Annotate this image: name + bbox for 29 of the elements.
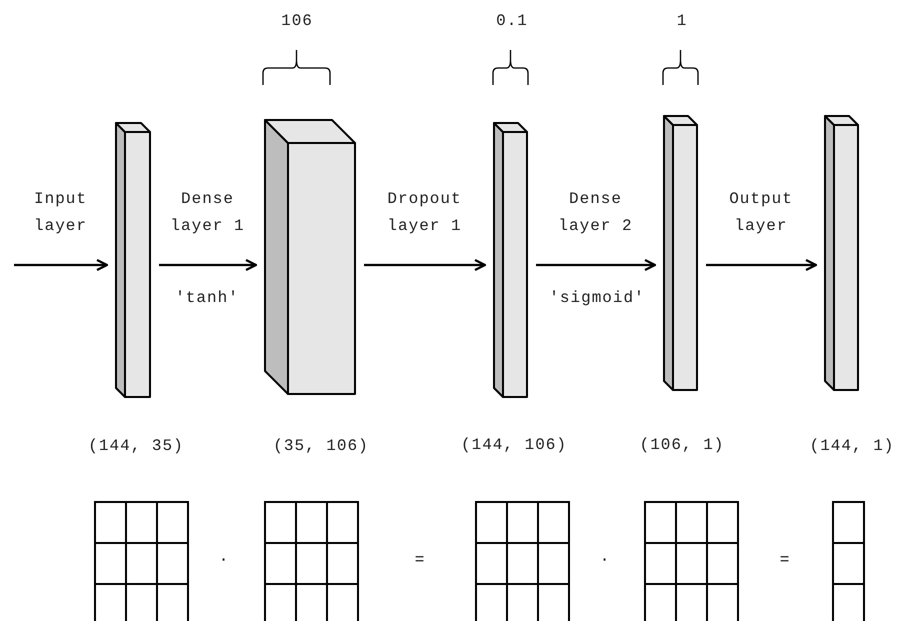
operator-symbol: ·	[218, 550, 230, 571]
arrow	[706, 258, 818, 272]
shape-label: (106, 1)	[640, 435, 724, 456]
layer-cuboid	[493, 122, 528, 398]
operator-symbol: =	[414, 550, 426, 571]
dimension-label: 0.1	[496, 11, 528, 32]
layer-cuboid	[824, 115, 859, 391]
edge-label: Dense layer 1	[169, 189, 246, 237]
dimension-label: 1	[676, 11, 688, 32]
arrow	[364, 258, 486, 272]
shape-label: (144, 1)	[810, 436, 894, 457]
arrow	[536, 258, 656, 272]
arrow	[159, 258, 258, 272]
operator-symbol: ·	[600, 550, 610, 571]
layer-cuboid	[663, 115, 698, 391]
layer-cuboid	[264, 119, 356, 395]
operator-symbol: =	[780, 550, 790, 571]
shape-label: (35, 106)	[273, 436, 369, 457]
edge-label: Input layer	[32, 189, 88, 237]
edge-label: Dense layer 2	[557, 189, 634, 237]
layer-cuboid	[115, 122, 151, 398]
edge-label: Dropout layer 1	[386, 189, 463, 237]
shape-label: (144, 35)	[88, 436, 184, 457]
arrow	[14, 258, 108, 272]
shape-label: (144, 106)	[460, 435, 567, 456]
edge-label: Output layer	[728, 189, 794, 237]
activation-label: 'sigmoid'	[549, 288, 645, 309]
activation-label: 'tanh'	[175, 288, 239, 309]
dimension-label: 106	[281, 11, 313, 32]
